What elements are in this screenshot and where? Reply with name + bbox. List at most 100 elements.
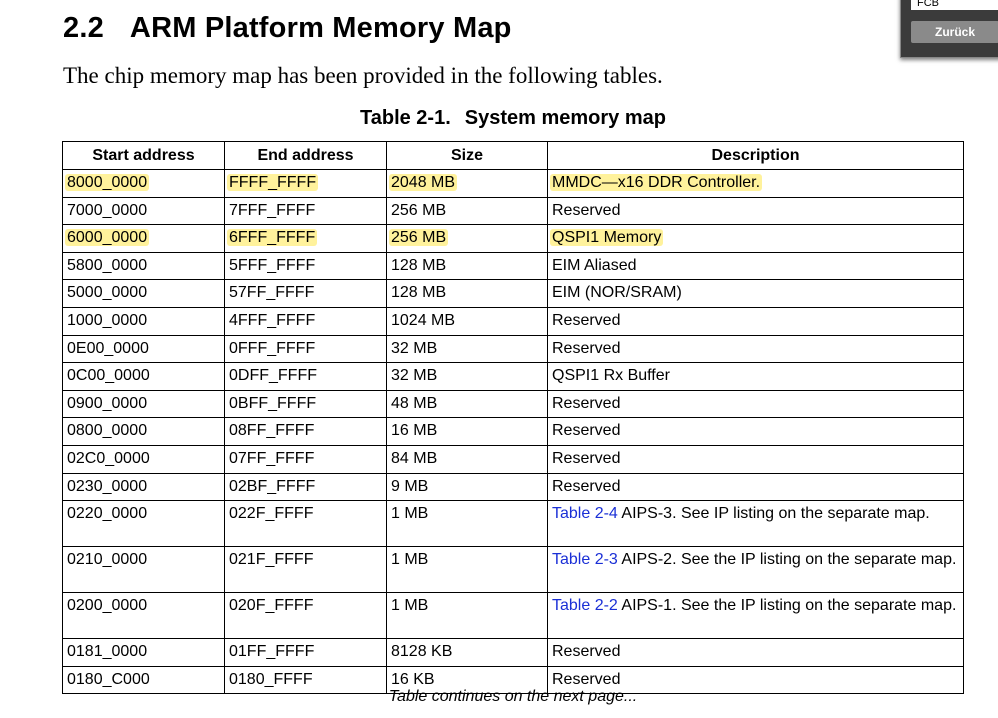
end-address-cell-text: 020F_FFFF (229, 597, 314, 615)
table-row: 1000_0000 4FFF_FFFF 1024 MB Reserved (62, 306, 964, 336)
size-cell: 1024 MB (386, 306, 548, 336)
popup-panel: FCB Zurück (900, 0, 998, 58)
description-cell: EIM (NOR/SRAM) (547, 279, 964, 308)
end-address-cell: 0FFF_FFFF (224, 334, 387, 364)
size-cell-text: 84 MB (391, 449, 438, 467)
start-address-cell: 5800_0000 (62, 251, 225, 281)
end-address-cell-text: 022F_FFFF (229, 505, 314, 523)
end-address-cell-text: 5FFF_FFFF (229, 256, 316, 274)
start-address-cell-text: 0200_0000 (67, 597, 148, 615)
table-continues-note: Table continues on the next page... (388, 688, 638, 705)
end-address-cell: 4FFF_FFFF (224, 306, 387, 336)
size-cell-text: 128 MB (391, 256, 447, 274)
size-cell: 16 MB (386, 417, 548, 446)
size-cell: 84 MB (386, 444, 548, 474)
description-cell: Reserved (547, 444, 964, 474)
end-address-cell: 022F_FFFF (224, 500, 387, 548)
description-text: AIPS-1. See the IP listing on the separa… (617, 597, 957, 615)
description-text: AIPS-2. See the IP listing on the separa… (617, 551, 957, 569)
description-text: Reserved (552, 311, 621, 329)
size-cell-text: 1024 MB (391, 311, 456, 329)
size-cell: 9 MB (386, 472, 548, 502)
start-address-cell-text: 5000_0000 (67, 284, 148, 302)
end-address-cell-text: 4FFF_FFFF (229, 311, 316, 329)
end-address-cell: 021F_FFFF (224, 546, 387, 594)
description-text: QSPI1 Rx Buffer (552, 367, 670, 385)
start-address-cell: 02C0_0000 (62, 444, 225, 474)
popup-text-field[interactable]: FCB (911, 0, 998, 10)
size-cell-text: 256 MB (389, 229, 449, 247)
start-address-cell-text: 5800_0000 (67, 256, 148, 274)
start-address-cell-text: 8000_0000 (65, 174, 150, 191)
end-address-cell-text: 7FFF_FFFF (229, 201, 316, 219)
table-row: 5800_0000 5FFF_FFFF 128 MB EIM Aliased (62, 251, 964, 281)
description-text: EIM (NOR/SRAM) (552, 284, 682, 302)
description-cell: Reserved (547, 306, 964, 336)
description-cell: Reserved (547, 665, 964, 695)
description-cell: EIM Aliased (547, 251, 964, 281)
size-cell: 128 MB (386, 251, 548, 281)
description-cell: Table 2-3 AIPS-2. See the IP listing on … (547, 546, 964, 594)
column-header-end-address: End address (224, 141, 387, 170)
description-text: Reserved (552, 422, 621, 440)
end-address-cell: 020F_FFFF (224, 592, 387, 640)
end-address-cell-text: 0FFF_FFFF (229, 339, 316, 357)
end-address-cell: 07FF_FFFF (224, 444, 387, 474)
size-cell-text: 1 MB (391, 505, 429, 523)
start-address-cell-text: 0900_0000 (67, 394, 148, 412)
size-cell-text: 32 MB (391, 367, 438, 385)
system-memory-map-table: Start address End address Size Descripti… (62, 141, 964, 695)
description-text: MMDC—x16 DDR Controller. (550, 174, 763, 191)
end-address-cell: 0DFF_FFFF (224, 362, 387, 391)
size-cell: 1 MB (386, 500, 548, 548)
description-text: Reserved (552, 670, 621, 688)
start-address-cell-text: 0C00_0000 (67, 367, 150, 385)
back-button[interactable]: Zurück (911, 21, 998, 43)
start-address-cell-text: 0181_0000 (67, 643, 148, 661)
table-caption-title: System memory map (464, 107, 666, 129)
table-reference-link[interactable]: Table 2-3 (552, 551, 618, 569)
start-address-cell-text: 1000_0000 (67, 311, 148, 329)
column-header-start-address: Start address (62, 141, 225, 170)
description-cell: QSPI1 Memory (547, 224, 964, 253)
description-text: Reserved (552, 643, 621, 661)
end-address-cell-text: 01FF_FFFF (229, 643, 315, 661)
end-address-cell: 0BFF_FFFF (224, 389, 387, 419)
size-cell-text: 48 MB (391, 394, 438, 412)
start-address-cell: 0200_0000 (62, 592, 225, 640)
section-title: ARM Platform Memory Map (129, 12, 512, 44)
size-cell: 32 MB (386, 362, 548, 391)
start-address-cell-text: 02C0_0000 (67, 449, 150, 467)
description-cell: Reserved (547, 389, 964, 419)
table-reference-link[interactable]: Table 2-4 (552, 505, 618, 523)
end-address-cell: 01FF_FFFF (224, 638, 387, 667)
start-address-cell: 0C00_0000 (62, 362, 225, 391)
column-header-size: Size (386, 141, 548, 170)
end-address-cell-text: 0BFF_FFFF (229, 394, 317, 412)
end-address-cell-text: 0180_FFFF (229, 670, 313, 688)
end-address-cell: 5FFF_FFFF (224, 251, 387, 281)
size-cell-text: 2048 MB (389, 174, 458, 191)
size-cell: 2048 MB (386, 169, 548, 198)
end-address-cell: FFFF_FFFF (224, 169, 387, 198)
size-cell: 32 MB (386, 334, 548, 364)
start-address-cell-text: 6000_0000 (65, 229, 150, 247)
start-address-cell: 0230_0000 (62, 472, 225, 502)
start-address-cell: 0210_0000 (62, 546, 225, 594)
description-cell: Reserved (547, 417, 964, 446)
table-reference-link[interactable]: Table 2-2 (552, 597, 618, 615)
start-address-cell: 0181_0000 (62, 638, 225, 667)
start-address-cell: 7000_0000 (62, 196, 225, 226)
start-address-cell-text: 0800_0000 (67, 422, 148, 440)
start-address-cell: 0220_0000 (62, 500, 225, 548)
